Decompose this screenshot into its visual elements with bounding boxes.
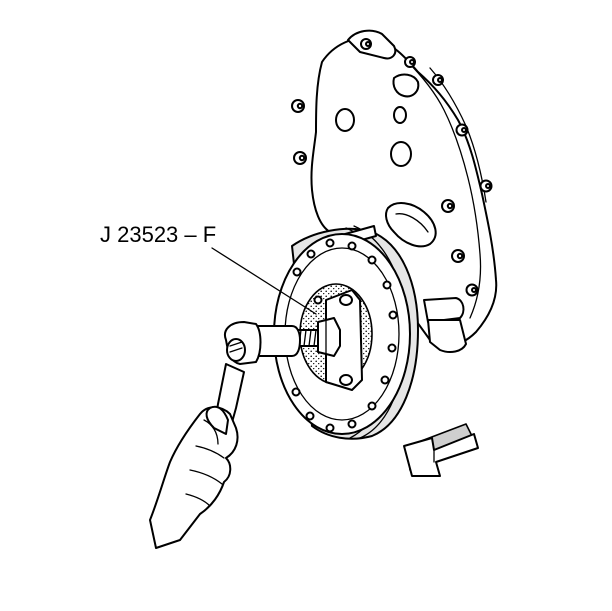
cover-hole-upper [335, 108, 355, 132]
tool-callout-label: J 23523 – F [100, 222, 216, 247]
arrow-left-down-icon [403, 423, 479, 477]
callout-leader-line [211, 247, 317, 315]
puller-tool [289, 289, 363, 391]
ratchet-socket [224, 321, 301, 365]
hand-holding-ratchet [149, 363, 245, 549]
cover-hole-side [393, 106, 407, 124]
balancer-holes [291, 238, 398, 433]
engine-front-cover [291, 29, 498, 353]
cover-hole-middle [390, 141, 412, 167]
